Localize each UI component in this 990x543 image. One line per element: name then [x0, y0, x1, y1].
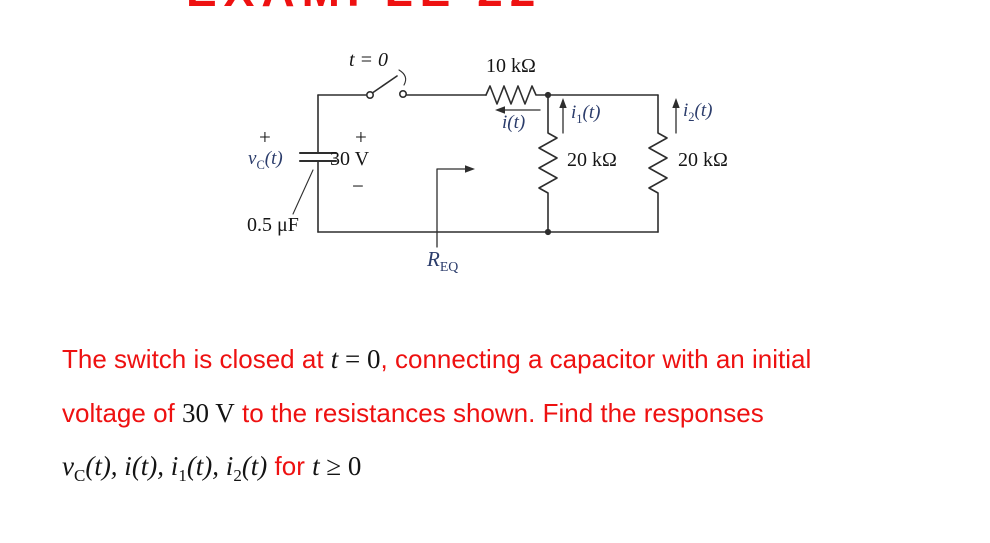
- junction-dot-bottom: [544, 228, 552, 236]
- current-arrow-i1: [559, 98, 567, 134]
- junction-dot-top: [544, 91, 552, 99]
- problem-line-1: The switch is closed at t = 0, connectin…: [62, 344, 812, 374]
- cap-value-label: 0.5 μF: [247, 214, 299, 236]
- cap-voltage-plus-sign: +: [259, 125, 271, 149]
- source-minus-sign: −: [352, 174, 364, 198]
- resistor-20k-mid-symbol: [538, 94, 558, 233]
- req-arrow: [436, 165, 475, 248]
- circuit-diagram: [292, 69, 680, 248]
- resistor-20k-mid-label: 20 kΩ: [567, 149, 617, 171]
- capacitor-symbol: [298, 151, 338, 163]
- resistor-10k-label: 10 kΩ: [486, 55, 536, 77]
- resistor-20k-right-symbol: [648, 94, 668, 233]
- source-value-label: 30 V: [330, 148, 370, 170]
- problem-line-3: vC(t), i(t), i1(t), i2(t) for t ≥ 0: [62, 451, 362, 486]
- resistor-20k-right-label: 20 kΩ: [678, 149, 728, 171]
- current-i-label: i(t): [502, 112, 526, 133]
- current-i2-label: i2(t): [683, 100, 713, 124]
- clipped-heading-text: EXAMPLE 22: [186, 0, 542, 11]
- capacitor-pointer-line: [292, 169, 314, 215]
- source-plus-sign: +: [355, 125, 367, 149]
- req-label: REQ: [427, 247, 459, 275]
- current-arrow-i2: [672, 98, 680, 134]
- cap-voltage-label: vC(t): [248, 148, 283, 172]
- current-i1-label: i1(t): [571, 102, 601, 126]
- current-arrow-i: [495, 106, 541, 114]
- problem-line-2: voltage of 30 V to the resistances shown…: [62, 398, 764, 428]
- switch-time-label: t = 0: [349, 49, 389, 71]
- resistor-10k-symbol: [485, 85, 549, 105]
- clipped-heading: EXAMPLE 22: [0, 0, 990, 11]
- switch-symbol: [365, 69, 407, 100]
